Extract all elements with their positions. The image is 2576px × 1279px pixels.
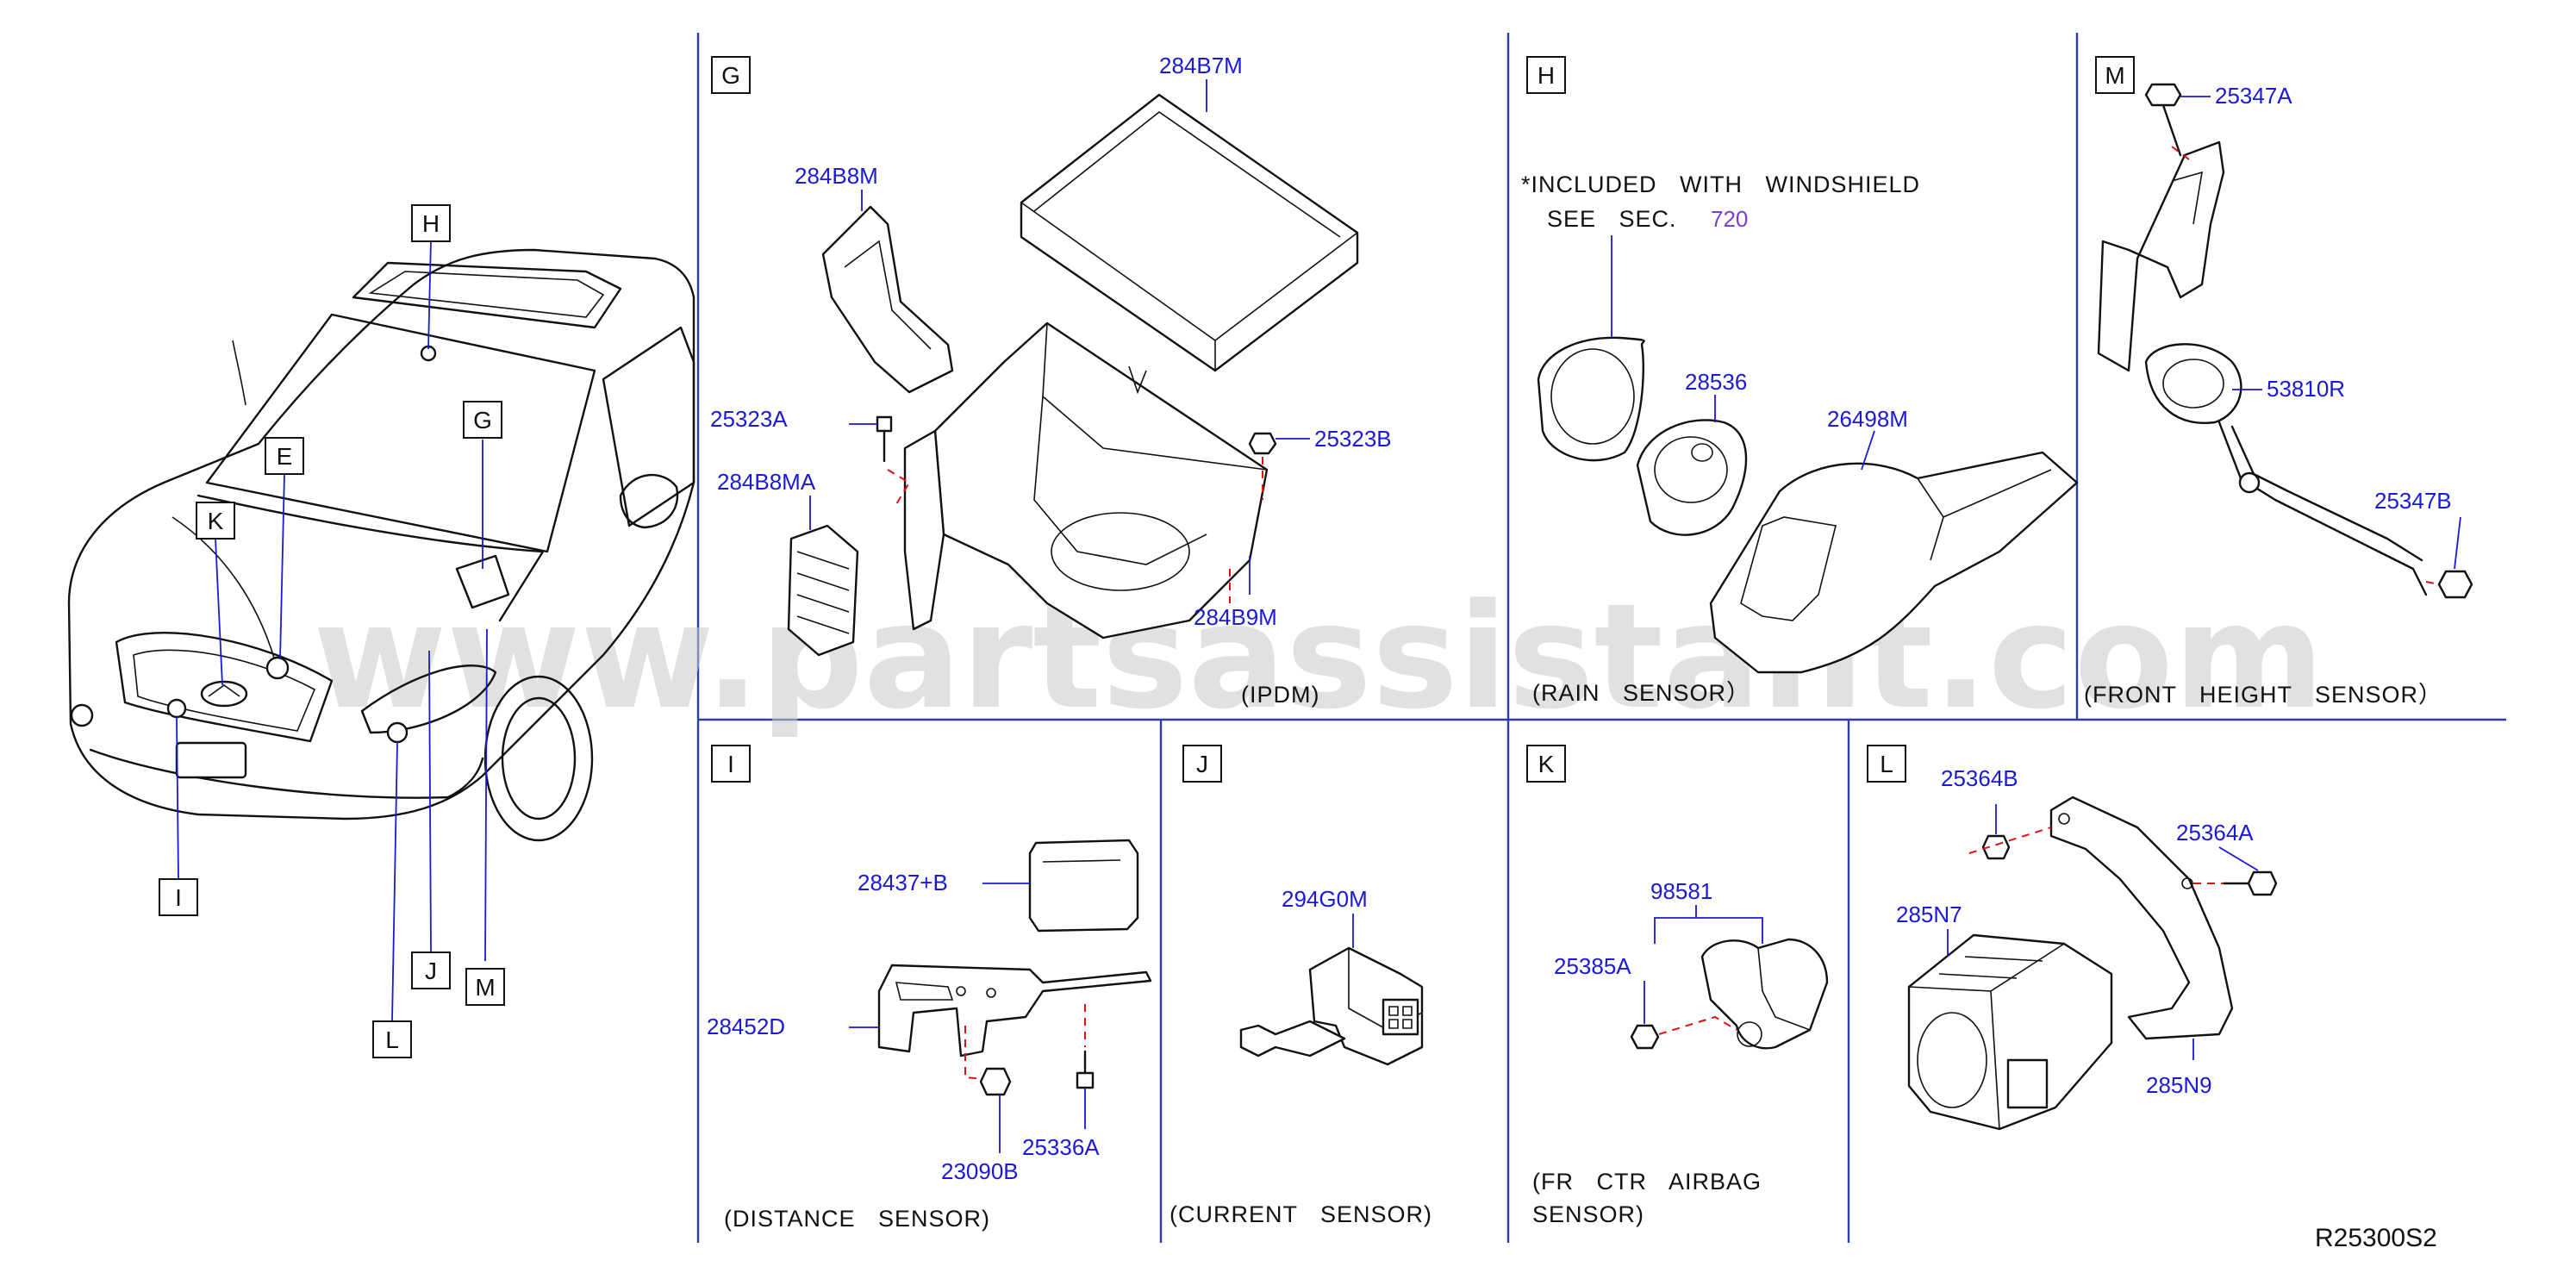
callout-j[interactable]: J xyxy=(411,951,451,989)
callout-e[interactable]: E xyxy=(265,437,304,475)
section-m-front-height-sensor: M 25347A 53810R 25347B (FRONT HEIGHT SEN… xyxy=(2084,56,2473,708)
callout-k[interactable]: K xyxy=(196,502,235,540)
svg-text:720: 720 xyxy=(1711,206,1748,232)
section-l-label[interactable]: L xyxy=(1867,745,1906,783)
section-i-distance-sensor: I 28437+B 28452D 23090B 25336A (DISTANCE… xyxy=(707,745,1152,1232)
part-number-25385a[interactable]: 25385A xyxy=(1554,953,1631,979)
callout-g[interactable]: G xyxy=(463,401,502,439)
callout-letter: I xyxy=(175,884,182,911)
part-number-25364b[interactable]: 25364B xyxy=(1941,765,2018,791)
section-j-current-sensor: J 294G0M (CURRENT SENSOR) xyxy=(1169,745,1432,1227)
part-number-28452d[interactable]: 28452D xyxy=(707,1014,785,1039)
section-k-label[interactable]: K xyxy=(1526,745,1566,783)
section-caption: (IPDM) xyxy=(1241,682,1319,708)
panel-dividers xyxy=(696,33,2506,1243)
part-number-285n7[interactable]: 285N7 xyxy=(1896,902,1962,927)
overview-callouts: H G E K I J L M xyxy=(159,204,505,1058)
section-j-label[interactable]: J xyxy=(1182,745,1222,783)
callout-letter: K xyxy=(1538,751,1555,777)
callout-l[interactable]: L xyxy=(372,1020,412,1058)
part-number-28536[interactable]: 28536 xyxy=(1685,369,1747,395)
section-i-label[interactable]: I xyxy=(711,745,751,783)
callout-letter: E xyxy=(277,443,293,470)
section-l: L 25364B 25364A 285N7 285N9 xyxy=(1867,745,2278,1131)
callout-h[interactable]: H xyxy=(411,204,451,242)
callout-letter: K xyxy=(208,508,224,534)
section-caption: SEE SEC. xyxy=(1547,206,1677,232)
part-number-284b8m[interactable]: 284B8M xyxy=(795,163,878,189)
part-number-28437-b[interactable]: 28437+B xyxy=(858,870,948,895)
part-number-284b9m[interactable]: 284B9M xyxy=(1194,604,1277,630)
watermark: www.partsassistant.com xyxy=(313,572,2324,741)
part-number-284b8ma[interactable]: 284B8MA xyxy=(717,469,816,495)
callout-letter: G xyxy=(473,407,492,434)
section-g-label[interactable]: G xyxy=(711,56,751,94)
part-number-284b7m[interactable]: 284B7M xyxy=(1159,53,1243,78)
callout-letter: H xyxy=(422,210,440,237)
section-h-label[interactable]: H xyxy=(1526,56,1566,94)
callout-letter: G xyxy=(721,62,740,89)
callout-letter: L xyxy=(1880,751,1893,777)
callout-letter: M xyxy=(2105,62,2124,89)
part-number-25347b[interactable]: 25347B xyxy=(2374,488,2452,514)
section-h-rain-sensor: H *INCLUDED WITH WINDSHIELD SEE SEC. 720… xyxy=(1521,56,2079,706)
section-caption: (FR CTR AIRBAG xyxy=(1532,1169,1762,1195)
diagram-id: R25300S2 xyxy=(2315,1224,2437,1252)
part-number-25323b[interactable]: 25323B xyxy=(1314,426,1392,452)
part-number-25323a[interactable]: 25323A xyxy=(710,406,788,432)
callout-letter: J xyxy=(1196,751,1208,777)
part-number-285n9[interactable]: 285N9 xyxy=(2146,1072,2212,1098)
part-number-25347a[interactable]: 25347A xyxy=(2215,83,2292,109)
section-caption: SENSOR) xyxy=(1532,1201,1644,1227)
section-m-label[interactable]: M xyxy=(2095,56,2135,94)
callout-i[interactable]: I xyxy=(159,878,198,916)
section-g-ipdm: G 284B7M 284B8M xyxy=(710,53,1392,708)
part-number-25364a[interactable]: 25364A xyxy=(2176,820,2254,845)
callout-letter: H xyxy=(1537,62,1555,89)
section-caption: (FRONT HEIGHT SENSOR） xyxy=(2084,682,2442,708)
callout-letter: M xyxy=(475,974,495,1001)
section-caption: (DISTANCE SENSOR) xyxy=(724,1206,990,1232)
callout-letter: I xyxy=(727,751,734,777)
part-number-98581[interactable]: 98581 xyxy=(1650,878,1712,904)
part-number-53810r[interactable]: 53810R xyxy=(2267,376,2345,402)
part-number-26498m[interactable]: 26498M xyxy=(1827,406,1908,432)
section-k-airbag-sensor: K 98581 25385A (FR CTR AIRBAG SENSOR) xyxy=(1526,745,1829,1227)
callout-letter: L xyxy=(385,1026,399,1053)
part-number-23090b[interactable]: 23090B xyxy=(941,1158,1019,1184)
overview-leaders xyxy=(176,239,488,1022)
callout-m[interactable]: M xyxy=(465,968,505,1006)
section-caption: (RAIN SENSOR） xyxy=(1532,680,1750,706)
section-caption: (CURRENT SENSOR) xyxy=(1169,1201,1432,1227)
callout-letter: J xyxy=(425,958,437,984)
part-number-25336a[interactable]: 25336A xyxy=(1022,1134,1100,1160)
vehicle-overview xyxy=(67,248,695,842)
section-caption: *INCLUDED WITH WINDSHIELD xyxy=(1521,172,1920,197)
part-number-294g0m[interactable]: 294G0M xyxy=(1282,886,1368,912)
